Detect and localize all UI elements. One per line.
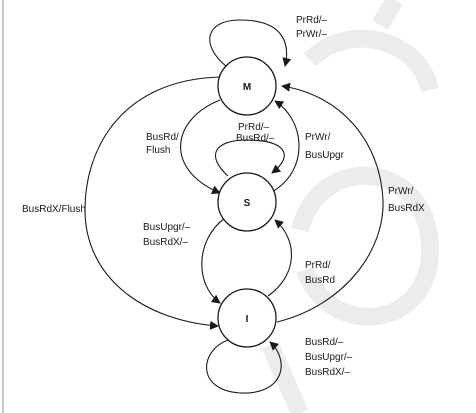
label-i-to-m-2: BusRdX [388, 203, 425, 214]
edge-i-to-m [276, 82, 384, 323]
state-i: I [217, 288, 277, 348]
label-i-self-1: BusRd/– [305, 337, 344, 348]
label-i-to-s-2: BusRd [305, 275, 335, 286]
state-i-label: I [246, 314, 249, 325]
watermark [261, 0, 440, 413]
label-i-self-3: BusRdX/– [305, 367, 350, 378]
label-s-to-i-1: BusUpgr/– [143, 222, 191, 233]
label-i-self-2: BusUpgr/– [305, 352, 353, 363]
label-i-to-s-1: PrRd/ [305, 260, 331, 271]
state-m: M [217, 56, 277, 116]
label-s-self-2: BusRd/– [236, 133, 275, 144]
label-s-to-i-2: BusRdX/– [143, 237, 188, 248]
edge-m-self [209, 19, 292, 68]
edge-i-to-s [267, 219, 292, 297]
edge-labels: PrRd/– PrWr/– BusRd/ Flush PrRd/– BusRd/… [22, 15, 425, 378]
edges [84, 19, 384, 394]
label-s-self-1: PrRd/– [238, 122, 270, 133]
edge-m-to-s [180, 99, 221, 195]
label-m-self-1: PrRd/– [296, 15, 328, 26]
label-m-to-i-1: BusRdX/Flush [22, 204, 86, 215]
edge-s-self [214, 139, 285, 177]
label-i-to-m-1: PrWr/ [388, 186, 414, 197]
edge-i-self [206, 339, 282, 394]
label-s-to-m-1: PrWr/ [305, 132, 331, 143]
label-m-self-2: PrWr/– [296, 29, 327, 40]
edge-s-to-m [271, 100, 300, 193]
edge-s-to-i [201, 217, 226, 304]
label-s-to-m-2: BusUpgr [305, 150, 345, 161]
state-s: S [217, 172, 277, 232]
label-m-to-s-1: BusRd/ [146, 132, 179, 143]
label-m-to-s-2: Flush [146, 145, 170, 156]
state-m-label: M [243, 82, 251, 93]
edge-m-to-i [84, 76, 221, 330]
state-s-label: S [244, 198, 251, 209]
